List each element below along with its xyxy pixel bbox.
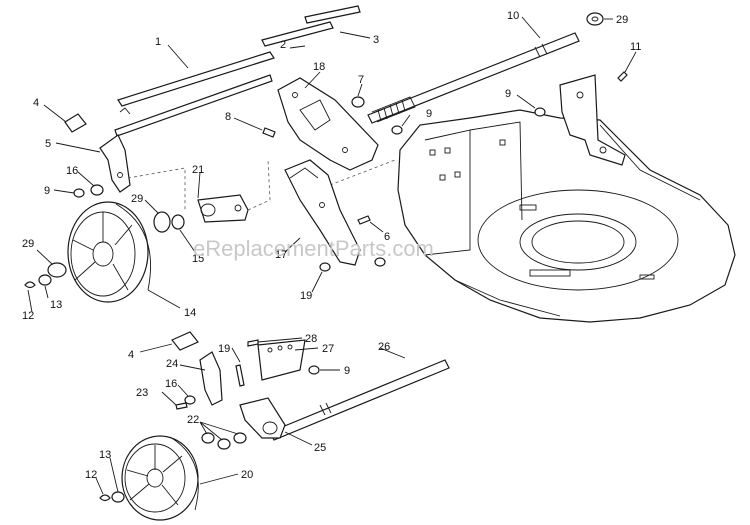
callout-4-top: 4 — [33, 97, 39, 109]
callout-1: 1 — [155, 36, 161, 48]
mower-deck — [397, 109, 736, 323]
callout-14: 14 — [184, 307, 196, 319]
washer-22c — [233, 432, 247, 444]
washer-29b — [153, 211, 171, 233]
plate-24 — [199, 351, 223, 406]
clip-12a — [24, 281, 36, 289]
callout-28: 28 — [305, 333, 317, 345]
clip-4-bottom — [171, 331, 199, 351]
nut-9-lower — [308, 365, 320, 375]
pivot-arm-25 — [239, 397, 286, 439]
callout-11: 11 — [630, 41, 641, 53]
callout-2: 2 — [280, 39, 286, 51]
callout-9-lower: 9 — [344, 365, 350, 377]
bolt-28 — [247, 339, 259, 347]
callout-7: 7 — [358, 74, 364, 86]
bolt-11 — [617, 71, 628, 82]
callout-3: 3 — [373, 34, 379, 46]
bolt-8 — [262, 127, 276, 138]
callout-16-top: 16 — [66, 165, 78, 177]
nut-7 — [351, 96, 365, 108]
plate-5 — [99, 134, 131, 193]
nut-9-right — [534, 107, 546, 117]
wheel-14 — [67, 201, 151, 303]
callout-8: 8 — [225, 111, 231, 123]
callout-labels: 1 2 3 10 29 18 7 11 4 8 9 9 5 16 9 21 29… — [22, 10, 641, 481]
handle-rods — [114, 5, 361, 137]
clip-4-top — [64, 113, 87, 133]
callout-6: 6 — [384, 231, 390, 243]
callout-27: 27 — [322, 343, 334, 355]
callout-26: 26 — [378, 341, 390, 353]
callout-4-bottom: 4 — [128, 349, 134, 361]
nut-19a — [319, 262, 331, 272]
washer-16a — [90, 184, 104, 196]
callout-19-mid: 19 — [300, 290, 312, 302]
bolt-23 — [175, 402, 188, 410]
washer-13a — [38, 274, 52, 286]
bolt-6a — [357, 215, 371, 225]
callout-29-left: 29 — [22, 238, 34, 250]
callout-29-top: 29 — [616, 14, 628, 26]
clip-12b — [99, 494, 111, 502]
callout-17: 17 — [275, 249, 287, 261]
callout-9-right: 9 — [505, 88, 511, 100]
callout-15: 15 — [192, 253, 204, 265]
callout-29-wheel: 29 — [131, 193, 143, 205]
wheel-20 — [121, 435, 199, 521]
nut-9-left — [73, 188, 85, 198]
axle-rod-upper — [367, 32, 580, 124]
bolt-19b — [235, 364, 245, 387]
callout-20: 20 — [241, 469, 253, 481]
washer-29-top — [586, 12, 604, 26]
callout-25: 25 — [314, 442, 326, 454]
leader-lines — [27, 16, 637, 495]
callout-12-bottom: 12 — [85, 469, 97, 481]
bracket-18 — [277, 77, 379, 171]
nut-6b — [374, 257, 386, 267]
callout-10: 10 — [507, 10, 519, 22]
callout-22: 22 — [187, 414, 199, 426]
washer-22a — [201, 432, 215, 444]
callout-21: 21 — [192, 164, 204, 176]
pivot-arm-21 — [197, 194, 249, 223]
washer-22b — [217, 438, 231, 450]
callout-9-left: 9 — [44, 185, 50, 197]
callout-13-bottom: 13 — [99, 449, 111, 461]
callout-16-bottom: 16 — [165, 378, 177, 390]
nut-9-mid — [391, 125, 403, 135]
spacer-15 — [171, 214, 185, 230]
bracket-27 — [257, 339, 306, 381]
callout-13-top: 13 — [50, 299, 62, 311]
washer-16b — [184, 395, 196, 405]
callout-9-mid: 9 — [426, 108, 432, 120]
axle-rod-lower — [269, 359, 450, 441]
callout-18: 18 — [313, 61, 325, 73]
watermark-text: eReplacementParts.com — [193, 236, 434, 261]
callout-23: 23 — [136, 387, 148, 399]
callout-12-top: 12 — [22, 310, 34, 322]
callout-19-bottom: 19 — [218, 343, 230, 355]
callout-5: 5 — [45, 138, 51, 150]
bracket-11 — [559, 74, 626, 166]
washer-29c — [47, 262, 67, 278]
washer-13b — [111, 491, 125, 503]
callout-24: 24 — [166, 358, 178, 370]
bracket-17 — [284, 159, 361, 266]
